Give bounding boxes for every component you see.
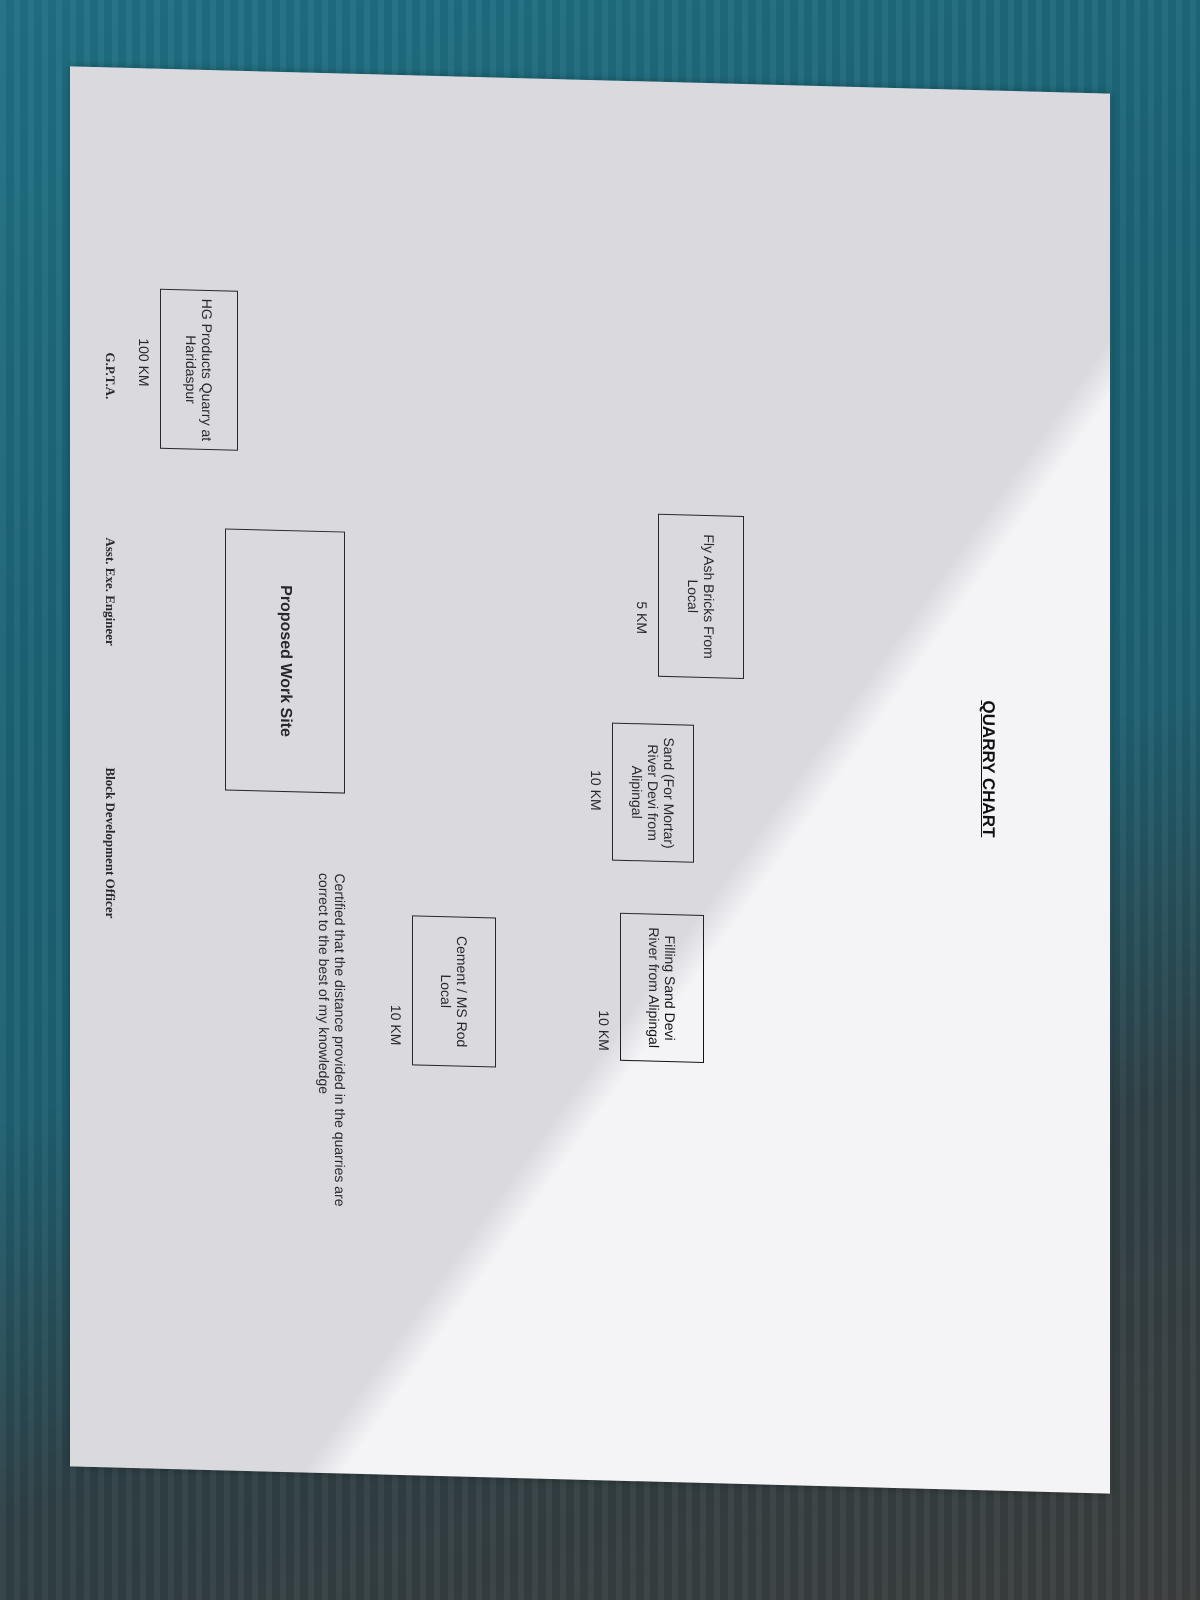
signatory-block-development-officer: Block Development Officer xyxy=(103,767,118,919)
quarry-chart-document: QUARRY CHART HG Products Quarry at Harid… xyxy=(70,66,1110,1494)
filling-sand-box: Filling Sand Devi River from Alipingal xyxy=(620,912,704,1063)
hg-products-quarry-box: HG Products Quarry at Haridaspur xyxy=(160,288,238,451)
fly-ash-bricks-box: Fly Ash Bricks From Local xyxy=(658,513,744,680)
filling-sand-distance: 10 KM xyxy=(596,1010,612,1052)
hg-distance: 100 KM xyxy=(136,338,152,387)
document-title: QUARRY CHART xyxy=(979,700,998,838)
cement-ms-rod-box: Cement / MS Rod Local xyxy=(412,915,496,1068)
sand-distance: 10 KM xyxy=(588,769,604,811)
sand-mortar-box: Sand (For Mortar) River Devi from Alipin… xyxy=(612,722,694,863)
signatory-asst-exe-engineer: Asst. Exe. Engineer xyxy=(103,537,118,646)
signatory-gpta: G.P.T.A. xyxy=(103,352,118,400)
proposed-work-site-box: Proposed Work Site xyxy=(225,528,345,794)
fly-ash-distance: 5 KM xyxy=(634,601,650,635)
cement-distance: 10 KM xyxy=(388,1004,404,1046)
certification-text: Certified that the distance provided in … xyxy=(316,872,348,1207)
